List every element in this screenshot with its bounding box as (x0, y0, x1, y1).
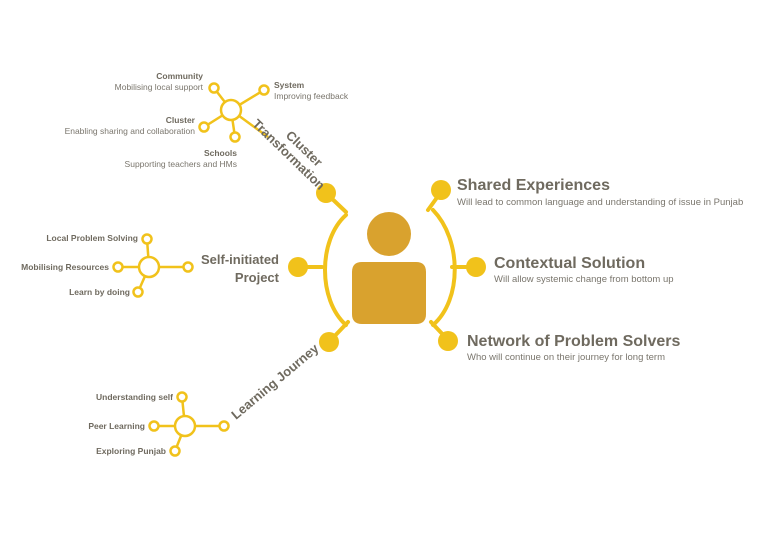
shared-node (431, 180, 451, 200)
community-dot (208, 82, 220, 94)
project-item-2: Learn by doing (69, 287, 130, 297)
schools-title: Schools (204, 148, 237, 158)
journey-node (319, 332, 339, 352)
system-dot (258, 84, 270, 96)
cluster-sub-dot (198, 121, 210, 133)
contextual-desc: Will allow systemic change from bottom u… (494, 274, 674, 285)
project-hub (137, 255, 161, 279)
cluster-sub-desc: Enabling sharing and collaboration (65, 126, 196, 136)
journey-hub (173, 414, 197, 438)
lps-dot (141, 233, 153, 245)
right-arc (431, 208, 457, 327)
system-desc: Improving feedback (274, 91, 349, 101)
peer-dot (148, 420, 160, 432)
project-item-0: Local Problem Solving (46, 233, 138, 243)
contextual-title: Contextual Solution (494, 255, 645, 272)
schools-desc: Supporting teachers and HMs (125, 159, 237, 169)
cluster-hub (219, 98, 243, 122)
person-icon (352, 212, 426, 324)
project-node (288, 257, 308, 277)
network-title: Network of Problem Solvers (467, 333, 680, 350)
community-title: Community (156, 71, 203, 81)
cluster-node (316, 183, 336, 203)
journey-item-1: Peer Learning (88, 421, 145, 431)
network-desc: Who will continue on their journey for l… (467, 352, 665, 363)
project-label-line1: Self-initiated (201, 252, 279, 267)
schools-dot (229, 131, 241, 143)
journey-label: Learning Journey (228, 340, 322, 422)
left-arc (323, 213, 348, 327)
cluster-sub-title: Cluster (166, 115, 196, 125)
learn-dot (132, 286, 144, 298)
journey-item-0: Understanding self (96, 392, 173, 402)
self-dot (176, 391, 188, 403)
resources-dot (112, 261, 124, 273)
journey-item-2: Exploring Punjab (96, 446, 166, 456)
journey-end-dot (218, 420, 230, 432)
contextual-node (466, 257, 486, 277)
project-label-line2: Project (235, 270, 280, 285)
system-title: System (274, 80, 305, 90)
network-node (438, 331, 458, 351)
project-item-1: Mobilising Resources (21, 262, 109, 272)
community-desc: Mobilising local support (115, 82, 204, 92)
project-end-dot (182, 261, 194, 273)
shared-desc: Will lead to common language and underst… (457, 197, 743, 208)
shared-title: Shared Experiences (457, 177, 610, 194)
punjab-dot (169, 445, 181, 457)
